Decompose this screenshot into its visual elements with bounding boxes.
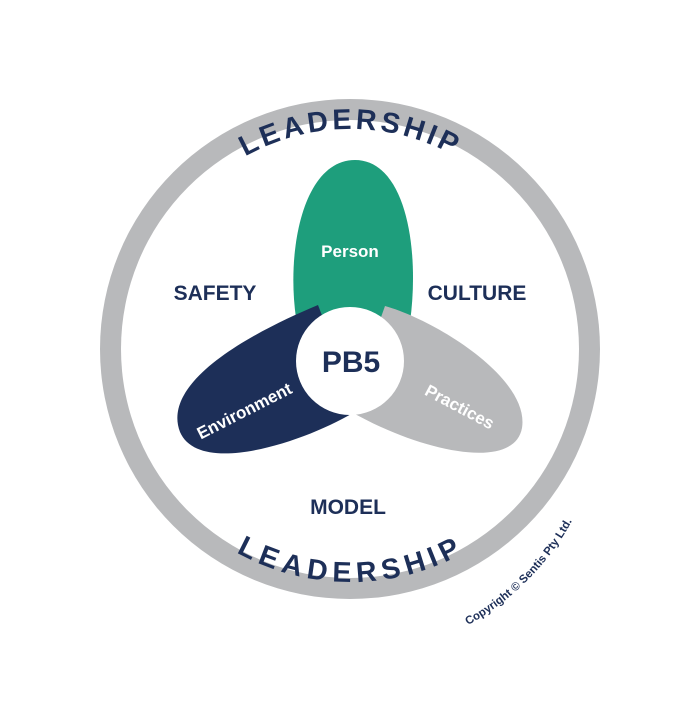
pb5-center-circle bbox=[296, 307, 404, 415]
culture-label: CULTURE bbox=[428, 282, 527, 305]
safety-label: SAFETY bbox=[174, 282, 257, 305]
pb5-center-label: PB5 bbox=[322, 346, 380, 379]
model-label: MODEL bbox=[310, 496, 386, 519]
petal-person bbox=[293, 160, 414, 322]
person-label: Person bbox=[321, 242, 379, 261]
